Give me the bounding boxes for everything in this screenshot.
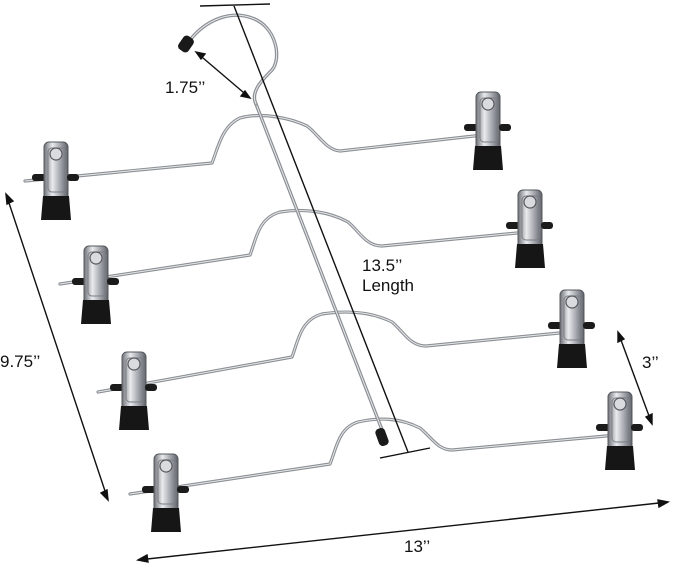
width-label: 13’’	[404, 537, 431, 556]
hook-width-label: 1.75’’	[165, 78, 206, 97]
length-value: 13.5’’	[362, 256, 403, 275]
height-label: 9.75’’	[0, 352, 41, 371]
hook-cap-icon	[178, 35, 194, 53]
clip-icon	[109, 351, 158, 431]
hanger-wire	[23, 13, 630, 496]
length-word: Length	[362, 275, 414, 295]
clip-spacing-label: 3’’	[642, 353, 659, 372]
clip-icon	[595, 391, 644, 471]
clip-icon	[505, 189, 554, 269]
clip-icon	[463, 91, 512, 171]
spine-cap-icon	[375, 427, 389, 447]
clip-icon	[71, 245, 120, 325]
length-label: 13.5’’ Length	[362, 256, 414, 295]
clip-icon	[547, 289, 596, 369]
dimension-lines	[5, 3, 671, 563]
clip-icon	[141, 453, 190, 533]
clip-icon	[31, 141, 80, 221]
